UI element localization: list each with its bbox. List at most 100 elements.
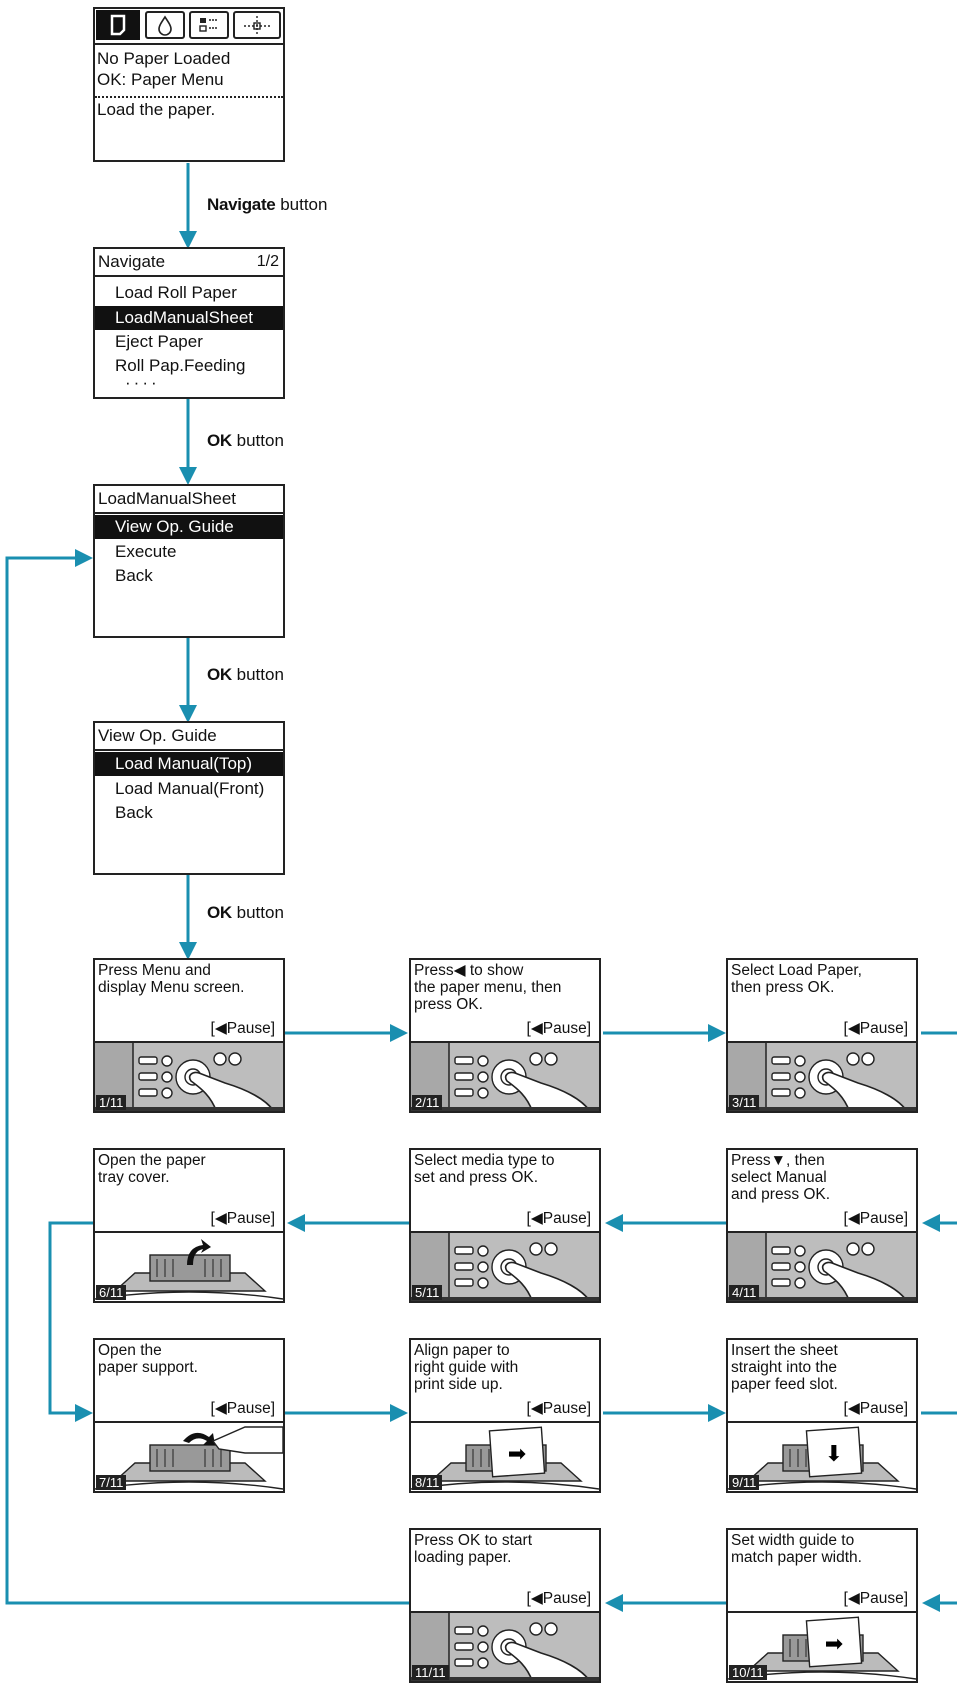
edge-label-rest: button [231,903,284,922]
pause-hint[interactable]: [◀Pause] [843,1400,908,1417]
pause-hint[interactable]: [◀Pause] [843,1020,908,1037]
menu-item-eject-paper[interactable]: Eject Paper [115,332,203,351]
op-guide-step-screen: Press OK to start loading paper. [◀Pause]… [409,1528,601,1683]
op-guide-step-screen: Open the paper tray cover. [◀Pause] 6/11 [93,1148,285,1303]
menu-header: LoadManualSheet [95,486,283,514]
settings-grid-icon[interactable] [189,11,229,39]
step-page-badge: 9/11 [729,1475,760,1490]
op-guide-step-screen: Align paper to right guide with print si… [409,1338,601,1493]
menu-item-load-manual-top[interactable]: Load Manual(Top) [95,752,283,776]
edge-label-bold: Navigate [207,195,276,214]
menu-more-indicator: ···· [125,373,160,392]
ink-drop-icon[interactable] [145,11,185,39]
step-page-badge: 10/11 [729,1665,767,1680]
paper-icon[interactable] [96,10,140,40]
step-instruction: Press▼, then select Manual and press OK. [731,1152,831,1203]
step-instruction: Align paper to right guide with print si… [414,1342,519,1393]
menu-item-loadmanualsheet[interactable]: LoadManualSheet [95,306,283,330]
step-instruction: Select media type to set and press OK. [414,1152,555,1186]
pause-hint[interactable]: [◀Pause] [210,1400,275,1417]
menu-title: LoadManualSheet [98,489,237,508]
op-guide-step-screen: Insert the sheet straight into the paper… [726,1338,918,1493]
printer-paper-support-icon [95,1423,283,1491]
menu-item-load-manual-front[interactable]: Load Manual(Front) [115,779,265,798]
op-guide-step-screen: Select Load Paper, then press OK. [◀Pause… [726,958,918,1113]
step-divider [728,1041,916,1043]
edge-label-bold: OK [207,665,232,684]
step-page-badge: 6/11 [96,1285,127,1300]
navigate-menu-screen: Navigate 1/2 Load Roll Paper LoadManualS… [93,247,285,399]
step-instruction: Press OK to start loading paper. [414,1532,533,1566]
start-screen: No Paper Loaded OK: Paper Menu Load the … [93,7,285,162]
step-page-badge: 8/11 [412,1475,443,1490]
menu-item-roll-pap-feeding[interactable]: Roll Pap.Feeding [115,356,246,375]
step-instruction: Open the paper tray cover. [98,1152,206,1186]
svg-text:➡: ➡ [508,1442,526,1467]
step-divider [411,1421,599,1423]
step-instruction: Insert the sheet straight into the paper… [731,1342,838,1393]
step-page-badge: 1/11 [96,1095,127,1110]
edge-label-rest: button [231,431,284,450]
edge-label-ok-2: OK button [207,665,284,685]
edge-label-bold: OK [207,903,232,922]
step-page-badge: 11/11 [412,1665,449,1680]
menu-item-back[interactable]: Back [115,803,153,822]
mode-tabs [95,9,283,45]
op-guide-step-screen: Open the paper support. [◀Pause] 7/11 [93,1338,285,1493]
op-guide-step-screen: Press▼, then select Manual and press OK.… [726,1148,918,1303]
edge-label-rest: button [231,665,284,684]
edge-label-ok-3: OK button [207,903,284,923]
op-guide-step-screen: Select media type to set and press OK. [◀… [409,1148,601,1303]
edge-label-ok-1: OK button [207,431,284,451]
op-guide-step-screen: Press◀ to show the paper menu, then pres… [409,958,601,1113]
edge-label-rest: button [275,195,328,214]
menu-item-back[interactable]: Back [115,566,153,585]
status-line-2: OK: Paper Menu [97,70,224,89]
step-divider [728,1421,916,1423]
status-message: Load the paper. [97,100,216,119]
step-instruction: Open the paper support. [98,1342,198,1376]
pause-hint[interactable]: [◀Pause] [210,1210,275,1227]
menu-item-view-op-guide[interactable]: View Op. Guide [95,515,283,539]
step-divider [95,1231,283,1233]
step-instruction: Select Load Paper, then press OK. [731,962,862,996]
crosshair-icon[interactable] [233,11,281,39]
menu-item-load-roll-paper[interactable]: Load Roll Paper [115,283,237,302]
arrow-step6-to-step7 [48,1221,93,1422]
step-divider [728,1611,916,1613]
step-page-badge: 3/11 [729,1095,760,1110]
menu-header: View Op. Guide [95,723,283,751]
step-instruction: Press◀ to show the paper menu, then pres… [414,962,562,1013]
step-divider [411,1231,599,1233]
step-divider [728,1231,916,1233]
pause-hint[interactable]: [◀Pause] [843,1210,908,1227]
step-divider [411,1041,599,1043]
control-panel-hand-icon [95,1043,283,1111]
edge-label-bold: OK [207,431,232,450]
pause-hint[interactable]: [◀Pause] [526,1590,591,1607]
pause-hint[interactable]: [◀Pause] [526,1210,591,1227]
menu-page-indicator: 1/2 [256,253,279,270]
step-page-badge: 2/11 [412,1095,443,1110]
svg-text:➡: ➡ [825,1632,843,1657]
pause-hint[interactable]: [◀Pause] [526,1400,591,1417]
menu-title: View Op. Guide [98,726,217,745]
pause-hint[interactable]: [◀Pause] [526,1020,591,1037]
step-page-badge: 7/11 [96,1475,127,1490]
loadmanualsheet-menu-screen: LoadManualSheet View Op. Guide Execute B… [93,484,285,638]
menu-item-execute[interactable]: Execute [115,542,177,561]
step-page-badge: 4/11 [729,1285,760,1300]
op-guide-step-screen: Set width guide to match paper width. [◀P… [726,1528,918,1683]
pause-hint[interactable]: [◀Pause] [843,1590,908,1607]
step-instruction: Press Menu and display Menu screen. [98,962,245,996]
op-guide-step-screen: Press Menu and display Menu screen. [◀Pau… [93,958,285,1113]
dotted-divider [95,96,283,98]
step-divider [95,1041,283,1043]
pause-hint[interactable]: [◀Pause] [210,1020,275,1037]
arrow-step11-back-to-loadmanual [5,549,409,1605]
step-instruction: Set width guide to match paper width. [731,1532,862,1566]
step-divider [95,1421,283,1423]
step-divider [411,1611,599,1613]
view-op-guide-menu-screen: View Op. Guide Load Manual(Top) Load Man… [93,721,285,875]
